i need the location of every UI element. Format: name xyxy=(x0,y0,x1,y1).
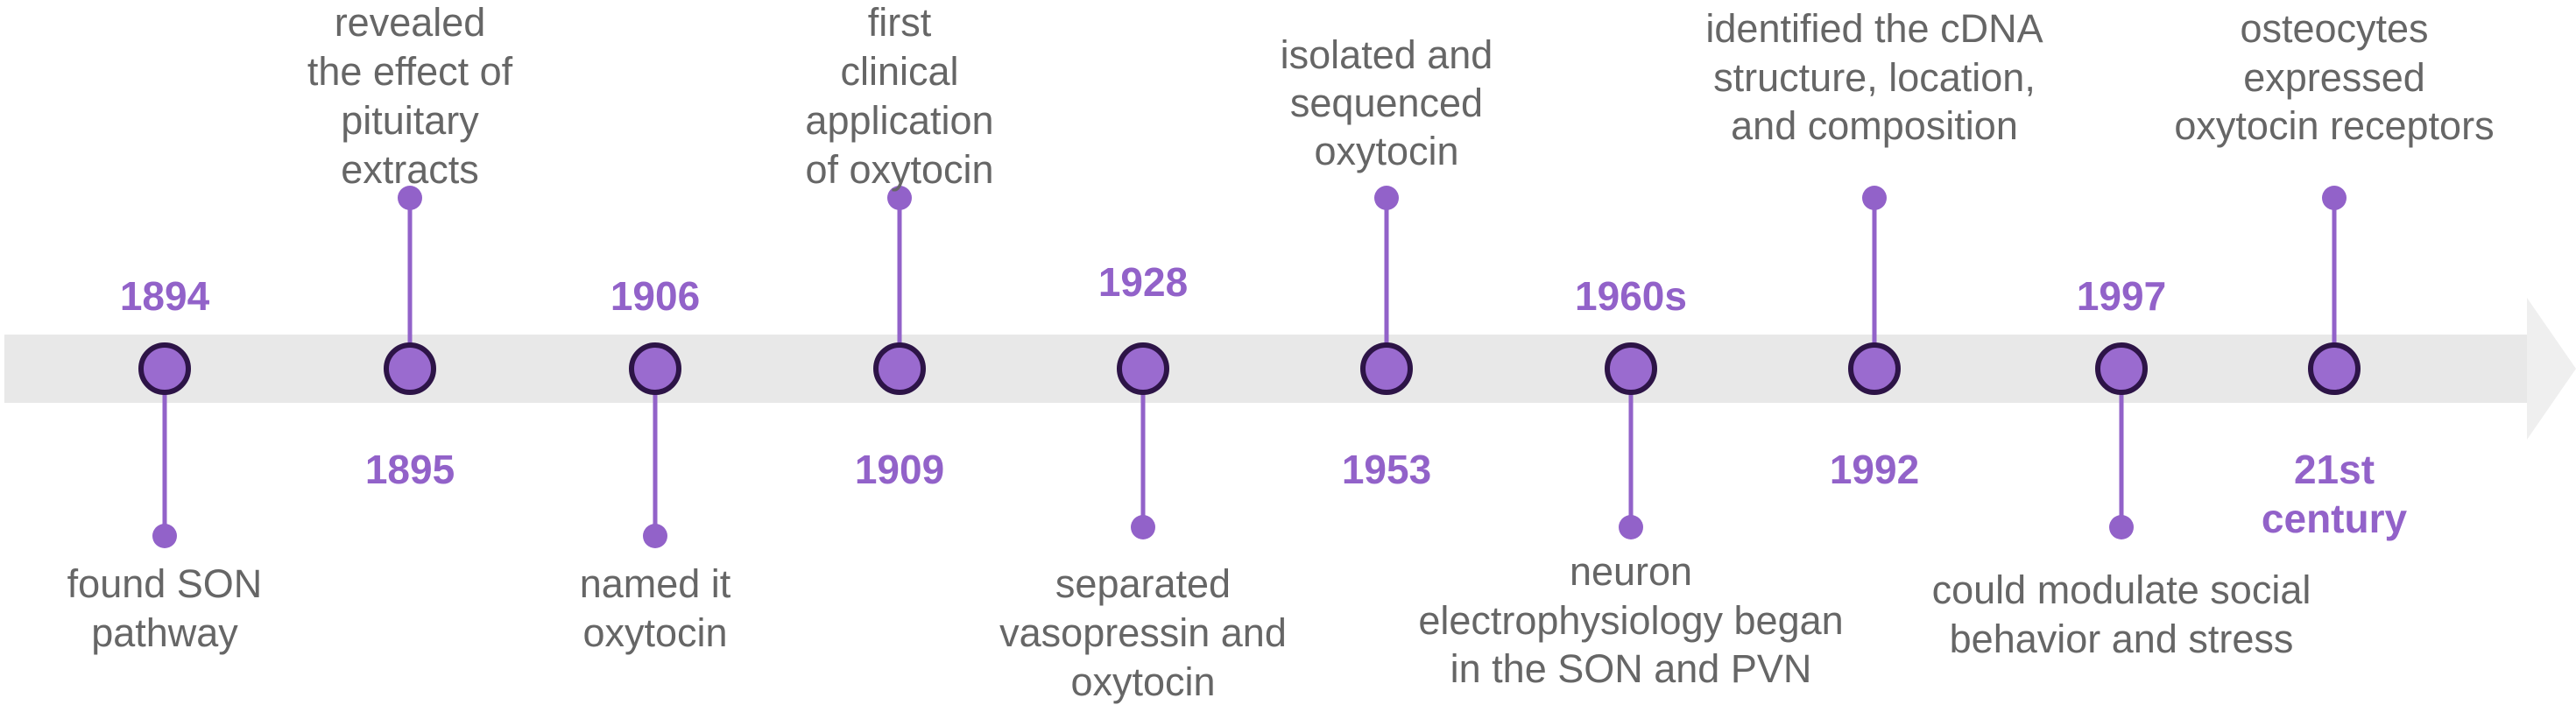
event-node xyxy=(1117,342,1169,395)
event-end-dot xyxy=(398,186,422,210)
event-node xyxy=(384,342,436,395)
event-description-line: extracts xyxy=(341,147,479,192)
event-node xyxy=(1360,342,1413,395)
event-description-line: oxytocin xyxy=(1070,659,1215,704)
event-end-dot xyxy=(152,524,177,548)
event-node xyxy=(1605,342,1657,395)
event-description-line: isolated and xyxy=(1281,32,1493,77)
event-description-line: osteocytes xyxy=(2240,6,2428,51)
event-year: 1895 xyxy=(365,447,455,492)
event-description-line: of oxytocin xyxy=(805,147,993,192)
event-node xyxy=(629,342,681,395)
event-year-line: century xyxy=(2262,496,2408,541)
event-year-line: 1895 xyxy=(365,447,455,492)
event-description-line: and composition xyxy=(1731,103,2018,148)
event-year: 1909 xyxy=(855,447,944,492)
event-year: 1997 xyxy=(2077,273,2166,319)
event-description-line: oxytocin receptors xyxy=(2174,103,2494,148)
event-description-line: expressed xyxy=(2243,55,2425,100)
event-description-line: neuron xyxy=(1570,549,1692,594)
event-year-line: 1894 xyxy=(120,273,210,319)
event-year-line: 1960s xyxy=(1575,273,1687,319)
event-year: 1953 xyxy=(1342,447,1431,492)
event-description-line: separated xyxy=(1055,561,1231,606)
event-year: 1906 xyxy=(610,273,700,319)
timeline-band-bar xyxy=(4,335,2527,403)
event-end-dot xyxy=(2322,186,2347,210)
event-end-dot xyxy=(643,524,667,548)
timeline-arrowhead xyxy=(2527,298,2576,440)
event-end-dot xyxy=(1862,186,1887,210)
event-end-dot xyxy=(1619,515,1643,539)
event-description-line: first xyxy=(868,0,932,45)
event-description-line: structure, location, xyxy=(1713,55,2036,100)
event-description-line: pituitary xyxy=(341,98,479,143)
event-end-dot xyxy=(1131,515,1155,539)
event-year-line: 1992 xyxy=(1830,447,1919,492)
event-description-line: the effect of xyxy=(307,49,513,94)
event-description-line: could modulate social xyxy=(1932,567,2311,612)
event-node xyxy=(138,342,191,395)
event-description-line: revealed xyxy=(335,0,486,45)
event-year-line: 1997 xyxy=(2077,273,2166,319)
event-description-line: vasopressin and xyxy=(999,610,1287,655)
event-description-line: oxytocin xyxy=(1314,129,1458,173)
event-year: 1992 xyxy=(1830,447,1919,492)
event-description-line: oxytocin xyxy=(582,610,727,655)
event-description-line: pathway xyxy=(91,610,238,655)
event-year: 1928 xyxy=(1098,259,1188,305)
event-node xyxy=(2308,342,2361,395)
event-end-dot xyxy=(887,186,912,210)
event-description-line: clinical xyxy=(840,49,958,94)
event-node xyxy=(1848,342,1901,395)
event-node xyxy=(873,342,926,395)
event-year: 1894 xyxy=(120,273,210,319)
event-year-line: 1909 xyxy=(855,447,944,492)
event-year-line: 1928 xyxy=(1098,259,1188,305)
event-description-line: sequenced xyxy=(1290,81,1483,125)
event-description-line: behavior and stress xyxy=(1950,617,2294,661)
event-description-line: named it xyxy=(580,561,731,606)
event-node xyxy=(2095,342,2148,395)
event-description: could modulate social behavior and stress xyxy=(1932,567,2311,661)
event-description-line: application xyxy=(805,98,993,143)
event-year: 1960s xyxy=(1575,273,1687,319)
event-end-dot xyxy=(2109,515,2134,539)
event-year-line: 21st xyxy=(2294,447,2375,492)
event-year-line: 1906 xyxy=(610,273,700,319)
timeline-event: 1997 could modulate social behavior and st… xyxy=(1932,273,2311,661)
event-description-line: found SON xyxy=(67,561,263,606)
event-year-line: 1953 xyxy=(1342,447,1431,492)
event-description-line: identified the cDNA xyxy=(1705,6,2043,51)
event-description-line: electrophysiology began xyxy=(1418,598,1843,643)
event-end-dot xyxy=(1374,186,1399,210)
event-description-line: in the SON and PVN xyxy=(1450,646,1812,691)
